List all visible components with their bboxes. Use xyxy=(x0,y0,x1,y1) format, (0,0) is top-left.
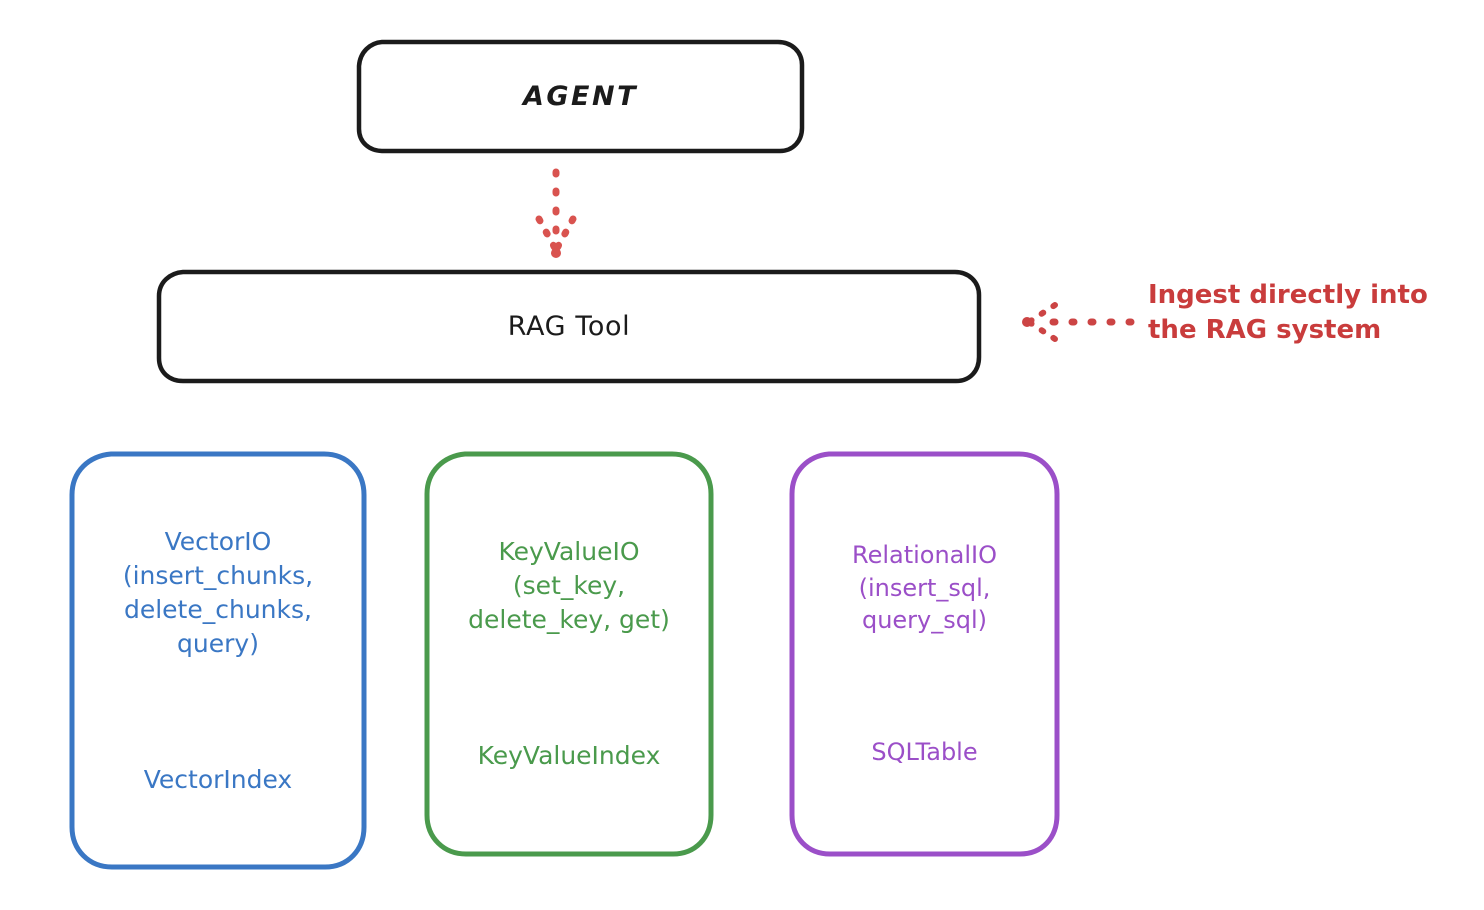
vector-io-api-label: VectorIO (insert_chunks, delete_chunks, … xyxy=(122,526,314,658)
node-relational-io[interactable]: RelationalIO (insert_sql, query_sql) SQL… xyxy=(789,451,1060,857)
rag-tool-box-outline xyxy=(156,269,982,384)
dotted-down-arrow-icon xyxy=(535,168,577,258)
vector-io-index-label: VectorIndex xyxy=(143,764,293,794)
agent-box-outline xyxy=(356,39,805,154)
node-key-value-io[interactable]: KeyValueIO (set_key, delete_key, get) Ke… xyxy=(424,451,714,857)
key-value-io-api-label: KeyValueIO (set_key, delete_key, get) xyxy=(468,537,670,634)
node-relational-io-text: RelationalIO (insert_sql, query_sql) SQL… xyxy=(852,507,997,802)
node-rag-tool[interactable]: RAG Tool xyxy=(156,269,982,384)
node-vector-io[interactable]: VectorIO (insert_chunks, delete_chunks, … xyxy=(69,451,367,870)
dotted-left-arrow-icon xyxy=(1022,302,1135,342)
key-value-io-index-label: KeyValueIndex xyxy=(477,741,661,770)
relational-io-api-label: RelationalIO (insert_sql, query_sql) xyxy=(851,541,998,635)
spacer xyxy=(468,671,670,705)
node-agent[interactable]: AGENT xyxy=(356,39,805,154)
spacer xyxy=(852,670,997,704)
annotation-ingest-text: Ingest directly into the RAG system xyxy=(1148,280,1428,346)
spacer xyxy=(123,695,313,729)
key-value-io-box-outline xyxy=(424,451,714,857)
node-rag-tool-label: RAG Tool xyxy=(507,310,631,342)
node-agent-label: AGENT xyxy=(522,80,638,112)
node-key-value-io-text: KeyValueIO (set_key, delete_key, get) Ke… xyxy=(468,501,670,807)
relational-io-box-outline xyxy=(789,451,1060,857)
relational-io-index-label: SQLTable xyxy=(871,738,978,767)
vector-io-box-outline xyxy=(69,451,367,870)
node-vector-io-text: VectorIO (insert_chunks, delete_chunks, … xyxy=(123,491,313,831)
